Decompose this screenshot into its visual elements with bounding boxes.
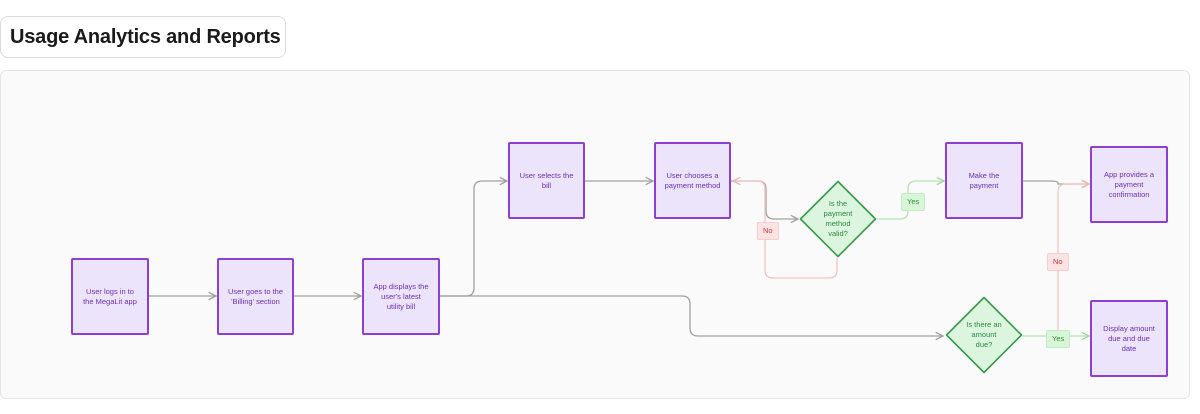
page-title: Usage Analytics and Reports (10, 25, 281, 48)
node-login-label: User logs in to the MegaLit app (83, 286, 137, 306)
node-make-payment[interactable]: Make the payment (945, 142, 1023, 219)
node-choose-method-label: User chooses a payment method (664, 170, 721, 190)
node-login[interactable]: User logs in to the MegaLit app (71, 258, 149, 335)
edge-label-due-no: No (1047, 253, 1069, 271)
node-select-bill-label: User selects the bill (519, 170, 574, 190)
decision-amount-due[interactable]: Is there an amount due? (945, 296, 1023, 374)
node-billing[interactable]: User goes to the 'Billing' section (217, 258, 294, 335)
node-display-amount-label: Display amount due and due date (1103, 323, 1155, 353)
node-display-bill[interactable]: App displays the user's latest utility b… (362, 258, 440, 335)
decision-payment-valid-label: Is the payment method valid? (823, 199, 853, 238)
edge-label-valid-no: No (757, 222, 779, 240)
edge-label-valid-yes: Yes (901, 193, 926, 211)
connector-display-select (440, 181, 507, 297)
decision-amount-due-shape (945, 296, 1023, 374)
connector-valid-no (733, 181, 838, 279)
connector-payment-confirmation (1022, 181, 1089, 184)
node-make-payment-label: Make the payment (968, 170, 1000, 190)
decision-amount-due-label: Is there an amount due? (966, 320, 1002, 349)
node-confirmation[interactable]: App provides a payment confirmation (1090, 146, 1168, 223)
decision-payment-valid-shape (799, 180, 877, 258)
node-confirmation-label: App provides a payment confirmation (1103, 169, 1155, 199)
node-billing-label: User goes to the 'Billing' section (227, 286, 284, 306)
connector-due-no (1057, 184, 1089, 336)
edge-label-due-yes: Yes (1046, 330, 1071, 348)
page-title-card: Usage Analytics and Reports (0, 16, 286, 58)
node-choose-method[interactable]: User chooses a payment method (654, 142, 731, 219)
node-select-bill[interactable]: User selects the bill (508, 142, 585, 219)
connector-display-amountdue (440, 295, 943, 336)
decision-payment-valid[interactable]: Is the payment method valid? (799, 180, 877, 258)
node-display-bill-label: App displays the user's latest utility b… (373, 281, 429, 311)
node-display-amount[interactable]: Display amount due and due date (1090, 300, 1168, 377)
